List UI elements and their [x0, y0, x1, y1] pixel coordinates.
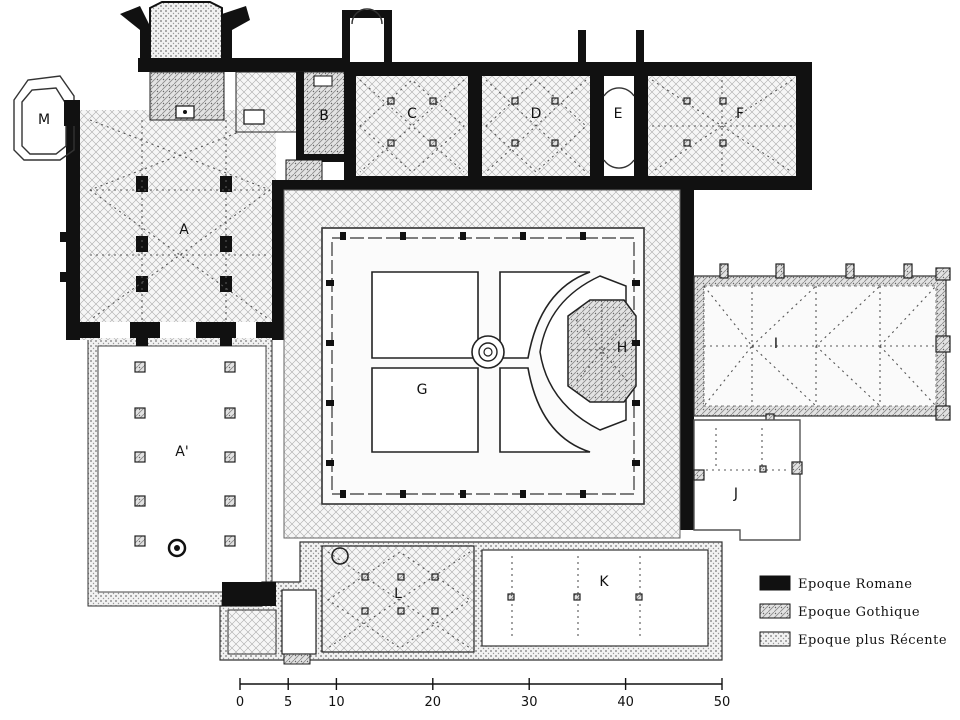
label-a-prime: A' [175, 444, 188, 460]
legend-romane: Epoque Romane [798, 577, 912, 592]
scale-tick-label: 50 [714, 695, 731, 710]
label-f: F [736, 106, 744, 122]
legend-swatch-romane [759, 575, 791, 591]
label-l: L [394, 586, 402, 602]
vault-bosses [387, 97, 727, 147]
nave-a-prime [87, 335, 273, 607]
scale-tick-label: 20 [425, 695, 442, 710]
scale-bar: 0 5 10 20 30 40 50 [236, 678, 730, 710]
chapter-bosses [361, 573, 439, 615]
legend-swatch-gothique [759, 603, 791, 619]
label-g: G [417, 382, 428, 398]
label-e: E [614, 106, 623, 122]
nave-pillars [134, 361, 236, 547]
label-h: H [617, 340, 628, 356]
font-circle [167, 538, 187, 558]
sacristy-b [234, 58, 350, 183]
refectory-buttresses [719, 263, 951, 425]
label-c: C [407, 106, 417, 122]
apse [120, 1, 250, 121]
fountain [471, 335, 505, 369]
label-i: I [774, 336, 778, 352]
scale-tick-label: 5 [284, 695, 292, 710]
scale-tick-label: 30 [521, 695, 538, 710]
east-range [284, 8, 812, 530]
label-k: K [599, 574, 609, 590]
chapel-m [13, 75, 80, 161]
cloister-arcade [326, 232, 640, 498]
label-d: D [531, 106, 542, 122]
label-j: J [733, 486, 738, 502]
room-labels: A A' B C D E F G H I J K L M [38, 106, 778, 602]
scale-tick-label: 40 [617, 695, 634, 710]
label-a: A [179, 222, 189, 238]
legend-gothique: Epoque Gothique [798, 605, 920, 620]
room-j [693, 419, 803, 541]
lavatory-h [567, 299, 637, 403]
legend: Epoque Romane Epoque Gothique Epoque plu… [759, 575, 947, 648]
refectory-i [693, 263, 951, 425]
label-b: B [319, 108, 329, 124]
legend-swatch-recente [759, 631, 791, 647]
label-m: M [38, 112, 50, 128]
church-a [60, 104, 284, 346]
south-range [219, 541, 723, 665]
scale-tick-label: 0 [236, 695, 244, 710]
transept-pillars [60, 176, 232, 346]
scale-tick-label: 10 [328, 695, 345, 710]
legend-recente: Epoque plus Récente [798, 633, 947, 648]
